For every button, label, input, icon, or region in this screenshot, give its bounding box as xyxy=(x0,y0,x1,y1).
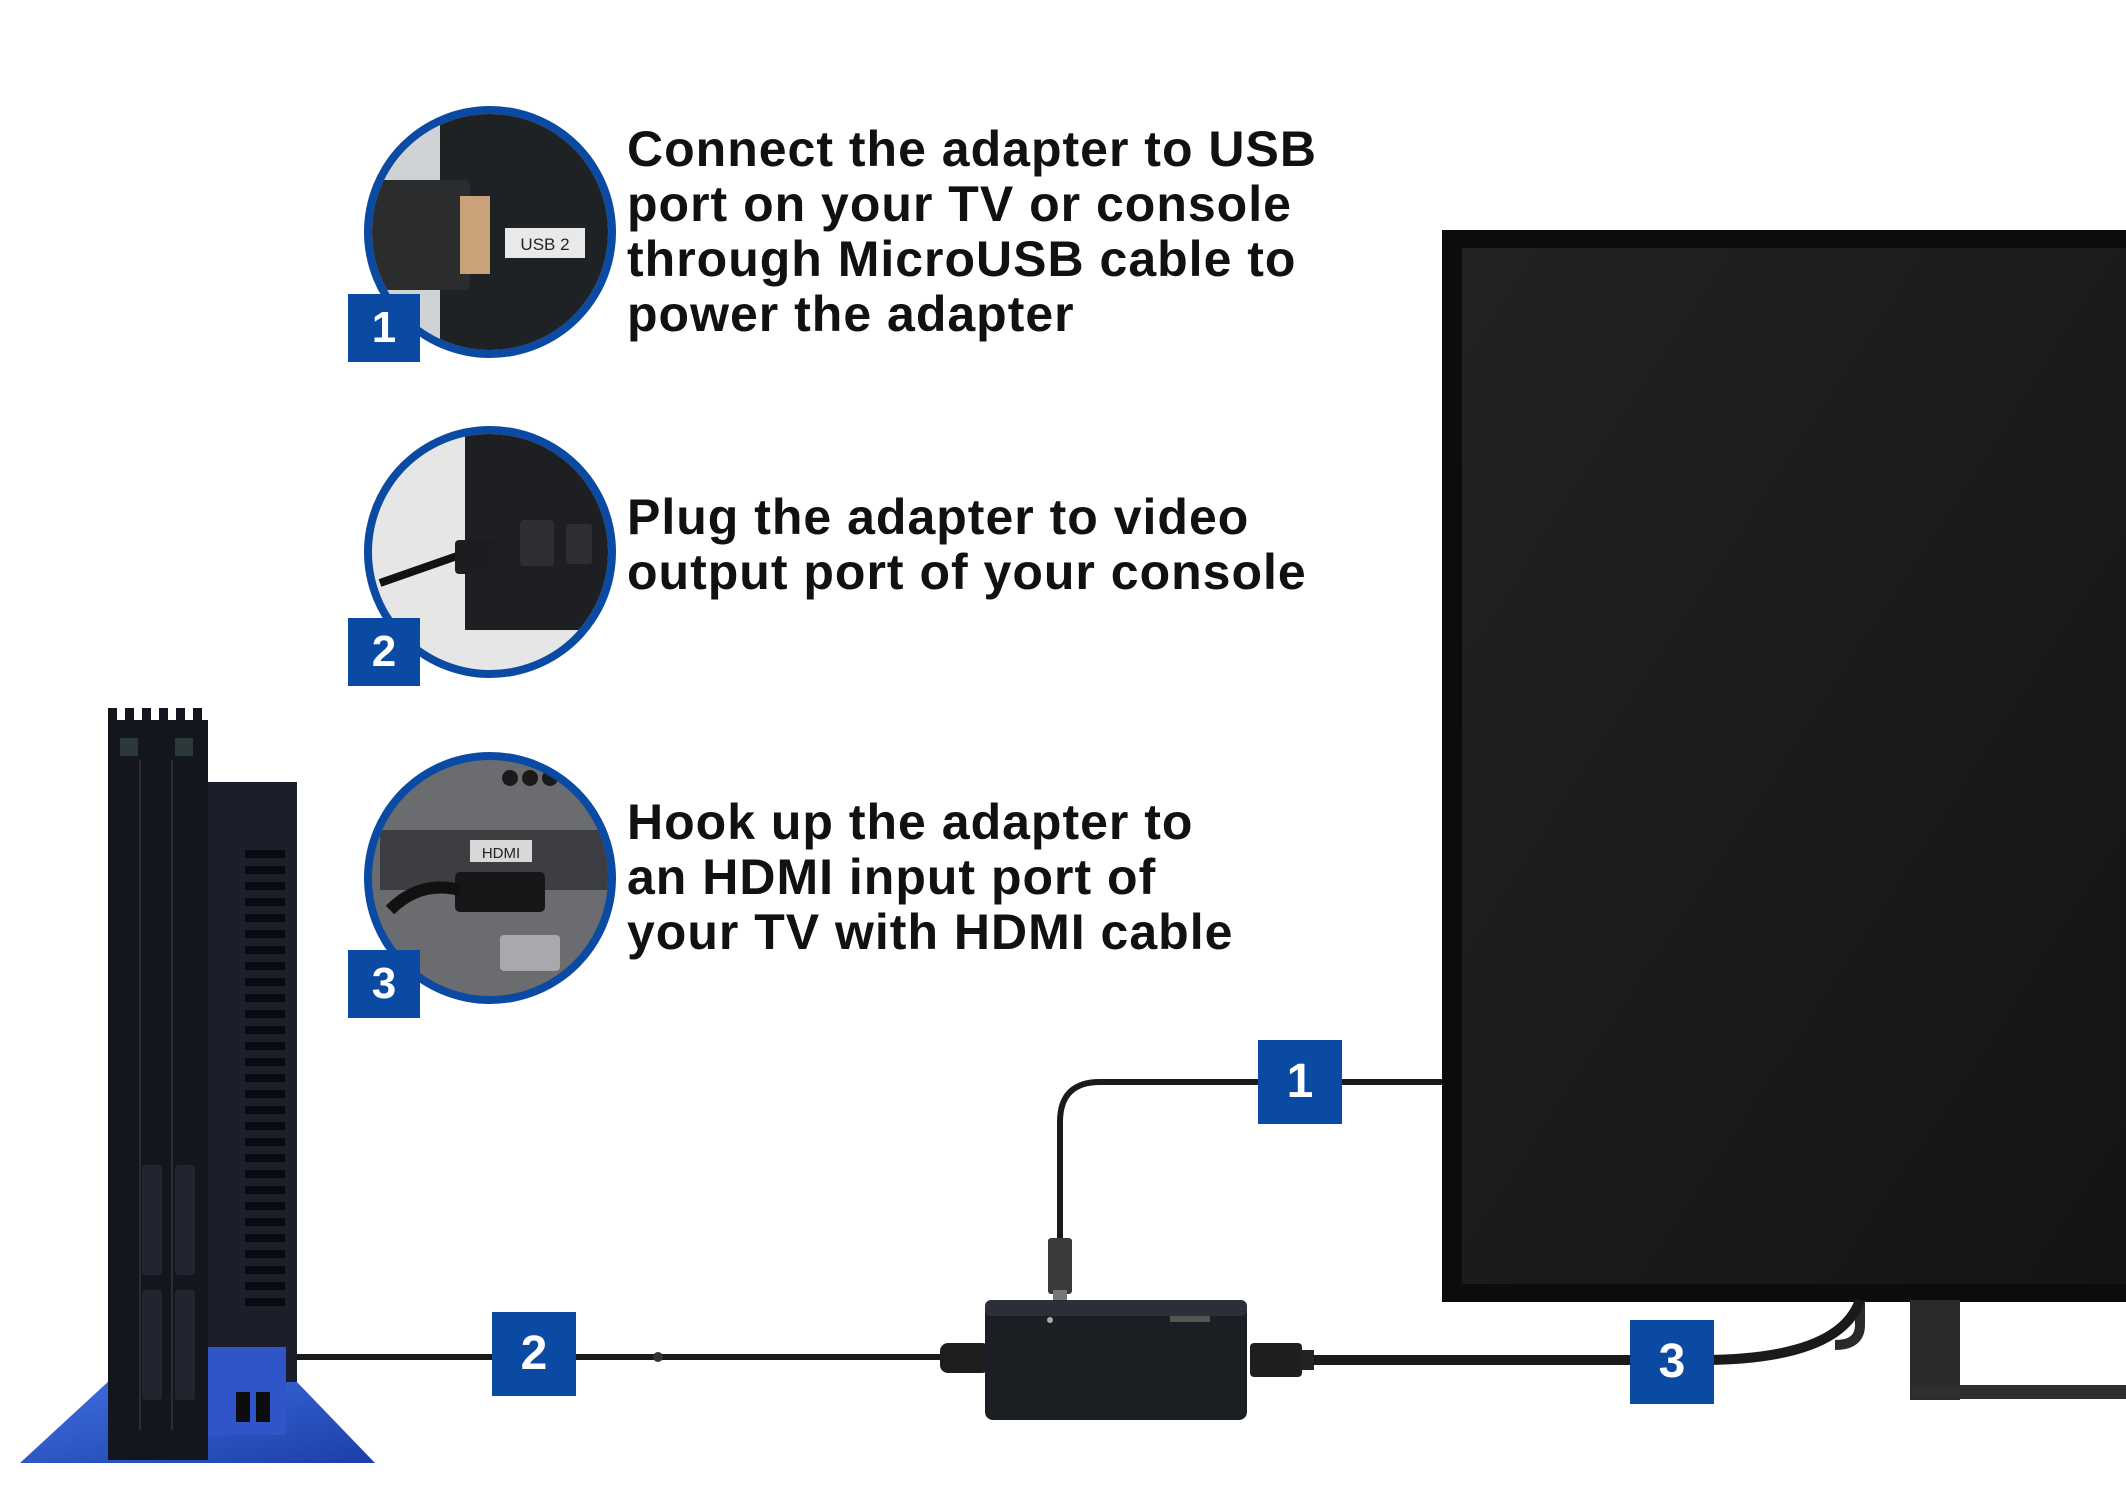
hdmi-plug-neck xyxy=(1300,1350,1314,1370)
hdmi-cable xyxy=(1310,1298,1865,1365)
step-3-text: Hook up the adapter to an HDMI input por… xyxy=(627,795,1233,960)
step-1-line-4: power the adapter xyxy=(627,286,1075,342)
step-3-line-1: Hook up the adapter to xyxy=(627,794,1194,850)
step-1-line-2: port on your TV or console xyxy=(627,176,1292,232)
step-3-photo: HDMI xyxy=(364,752,616,1004)
tv-stand-foot xyxy=(1910,1385,2126,1399)
step-1-text: Connect the adapter to USB port on your … xyxy=(627,122,1317,342)
usb-cable xyxy=(1057,1079,1442,1245)
step-2-text: Plug the adapter to video output port of… xyxy=(627,490,1307,600)
step-3-line-2: an HDMI input port of xyxy=(627,849,1157,905)
microusb-tip xyxy=(1053,1290,1067,1300)
hdmi-plug xyxy=(1250,1343,1302,1377)
step-1-badge: 1 xyxy=(348,294,420,362)
video-cable-label: 2 xyxy=(492,1312,576,1396)
hdmi-cable-label: 3 xyxy=(1630,1320,1714,1404)
tv-stand-leg xyxy=(1910,1300,1960,1400)
video-cable-strain-relief xyxy=(940,1343,990,1373)
step-3-badge: 3 xyxy=(348,950,420,1018)
step-2-badge: 2 xyxy=(348,618,420,686)
step-2-photo xyxy=(364,426,616,678)
step-1-line-3: through MicroUSB cable to xyxy=(627,231,1297,287)
step-1-photo-label: USB 2 xyxy=(520,235,569,254)
step-1-line-1: Connect the adapter to USB xyxy=(627,121,1317,177)
step-3-line-3: your TV with HDMI cable xyxy=(627,904,1234,960)
adapter-box xyxy=(985,1300,1247,1420)
step-2-line-2: output port of your console xyxy=(627,544,1307,600)
tv-screen xyxy=(1462,248,2126,1284)
tv-stand-arm xyxy=(1834,1302,1865,1350)
game-console xyxy=(20,708,375,1463)
ferrite-bead xyxy=(653,1352,663,1362)
microusb-plug xyxy=(1048,1238,1072,1294)
step-3-photo-label: HDMI xyxy=(482,845,520,862)
tv xyxy=(1442,230,2126,1400)
usb-cable-label: 1 xyxy=(1258,1040,1342,1124)
step-2-line-1: Plug the adapter to video xyxy=(627,489,1250,545)
